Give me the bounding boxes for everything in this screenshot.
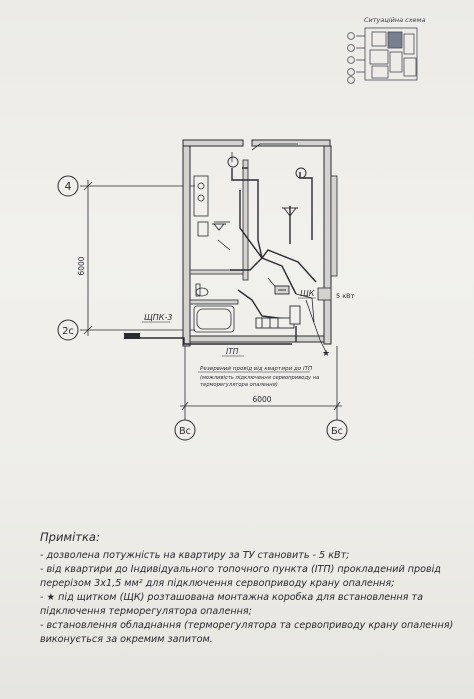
- vertical-dimension: 6000: [77, 180, 93, 336]
- axis-Bc-marker: Вс: [174, 416, 196, 441]
- axis-Bs-marker: Бс: [326, 416, 348, 441]
- shchk-label: ЩК: [300, 289, 315, 298]
- axis-Bc-label: Вс: [179, 426, 191, 437]
- notes-list: - дозволена потужність на квартиру за ТУ…: [40, 549, 460, 647]
- distribution-board: [255, 305, 301, 329]
- reserve-wire-note: Резервний провід від квартири до ІТП (мо…: [198, 366, 319, 388]
- note-line: виконується за окремим запитом.: [40, 634, 213, 645]
- shchpk-label: ЩПК-3: [144, 313, 172, 322]
- shchpk-panel-symbol: [124, 333, 140, 339]
- axis-4-marker: 4: [57, 175, 195, 197]
- note-line: - від квартири до Індивідуального топочн…: [40, 564, 441, 575]
- note-line: перерізом 3х1,5 мм² для підключення серв…: [40, 578, 395, 589]
- itp-label: ІТП: [226, 347, 239, 356]
- horizontal-dimension-value: 6000: [252, 395, 271, 404]
- load-label: 5 кВт: [336, 292, 355, 300]
- reserve-note-line-3: терморегулятора опалення): [200, 382, 278, 388]
- situation-scheme: Ситуаційна схема: [347, 16, 425, 84]
- reserve-note-line-2: (можливість підключення сервоприводу на: [200, 375, 319, 381]
- notes-title: Примітка:: [40, 530, 100, 544]
- axis-2c-marker: 2с: [57, 319, 195, 341]
- vertical-dimension-value: 6000: [77, 256, 86, 275]
- note-line: підключення терморегулятора опалення;: [40, 606, 252, 617]
- reserve-note-line-1: Резервний провід від квартири до ІТП: [200, 366, 313, 372]
- axis-Bs-label: Бс: [331, 426, 343, 437]
- note-line: - встановлення обладнання (терморегулято…: [40, 620, 454, 631]
- plumbing-fixtures: [193, 175, 235, 333]
- axis-4-label: 4: [65, 180, 72, 193]
- horizontal-dimension: 6000: [180, 346, 342, 416]
- mounting-box-star: ★: [322, 349, 330, 359]
- note-line: - ★ під щитком (ЩК) розташована монтажна…: [40, 592, 423, 603]
- note-line: - дозволена потужність на квартиру за ТУ…: [40, 550, 350, 561]
- walls: [182, 139, 338, 347]
- axis-2c-label: 2с: [62, 326, 74, 337]
- lighting-symbols: [212, 156, 307, 295]
- floor-plan-drawing: Ситуаційна схема 4: [57, 16, 425, 441]
- situation-scheme-title: Ситуаційна схема: [364, 16, 425, 24]
